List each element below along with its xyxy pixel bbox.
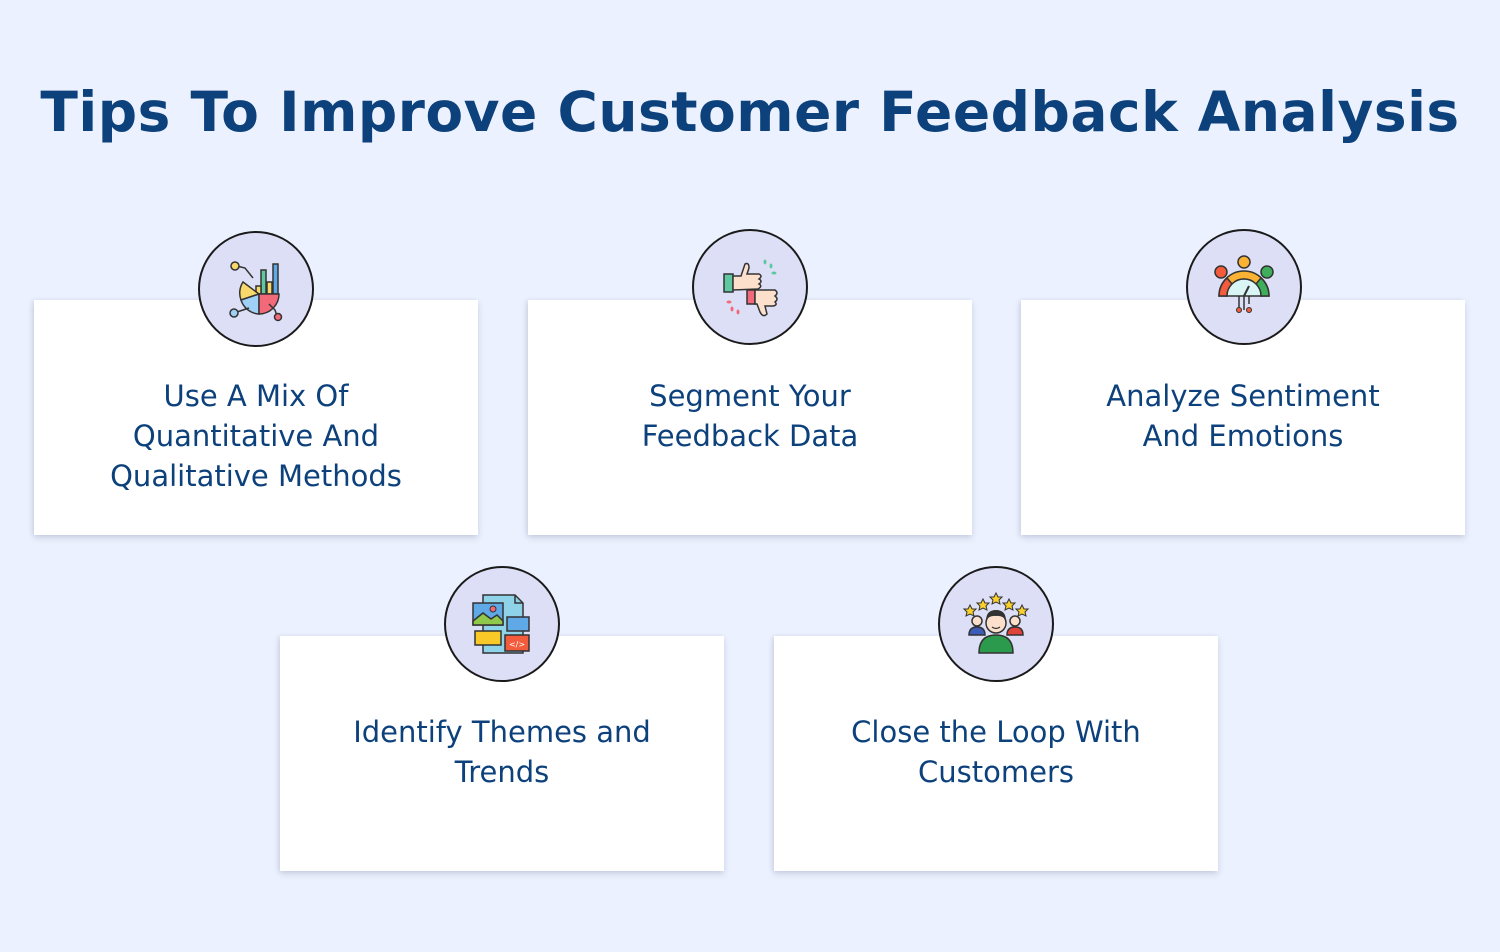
tip-icon-badge [198, 231, 314, 347]
tip-icon-badge [938, 566, 1054, 682]
svg-text:</>: </> [509, 640, 525, 649]
thumbs-up-down-icon [723, 259, 778, 317]
tip-label: Analyze Sentiment And Emotions [1106, 379, 1380, 453]
customer-rating-icon [963, 591, 1029, 654]
tip-icon-badge [1186, 229, 1302, 345]
tip-label: Use A Mix Of Quantitative And Qualitativ… [110, 379, 402, 493]
document-layout-icon: </> [472, 594, 530, 654]
tip-label: Segment Your Feedback Data [641, 379, 859, 453]
sentiment-meter-icon [1214, 255, 1274, 313]
tip-label: Identify Themes and Trends [353, 715, 651, 789]
tip-icon-badge: </> [444, 566, 560, 682]
tip-label: Close the Loop With Customers [851, 715, 1141, 789]
page-title: Tips To Improve Customer Feedback Analys… [40, 80, 1460, 144]
tip-icon-badge [692, 229, 808, 345]
chart-analysis-icon [229, 261, 283, 322]
